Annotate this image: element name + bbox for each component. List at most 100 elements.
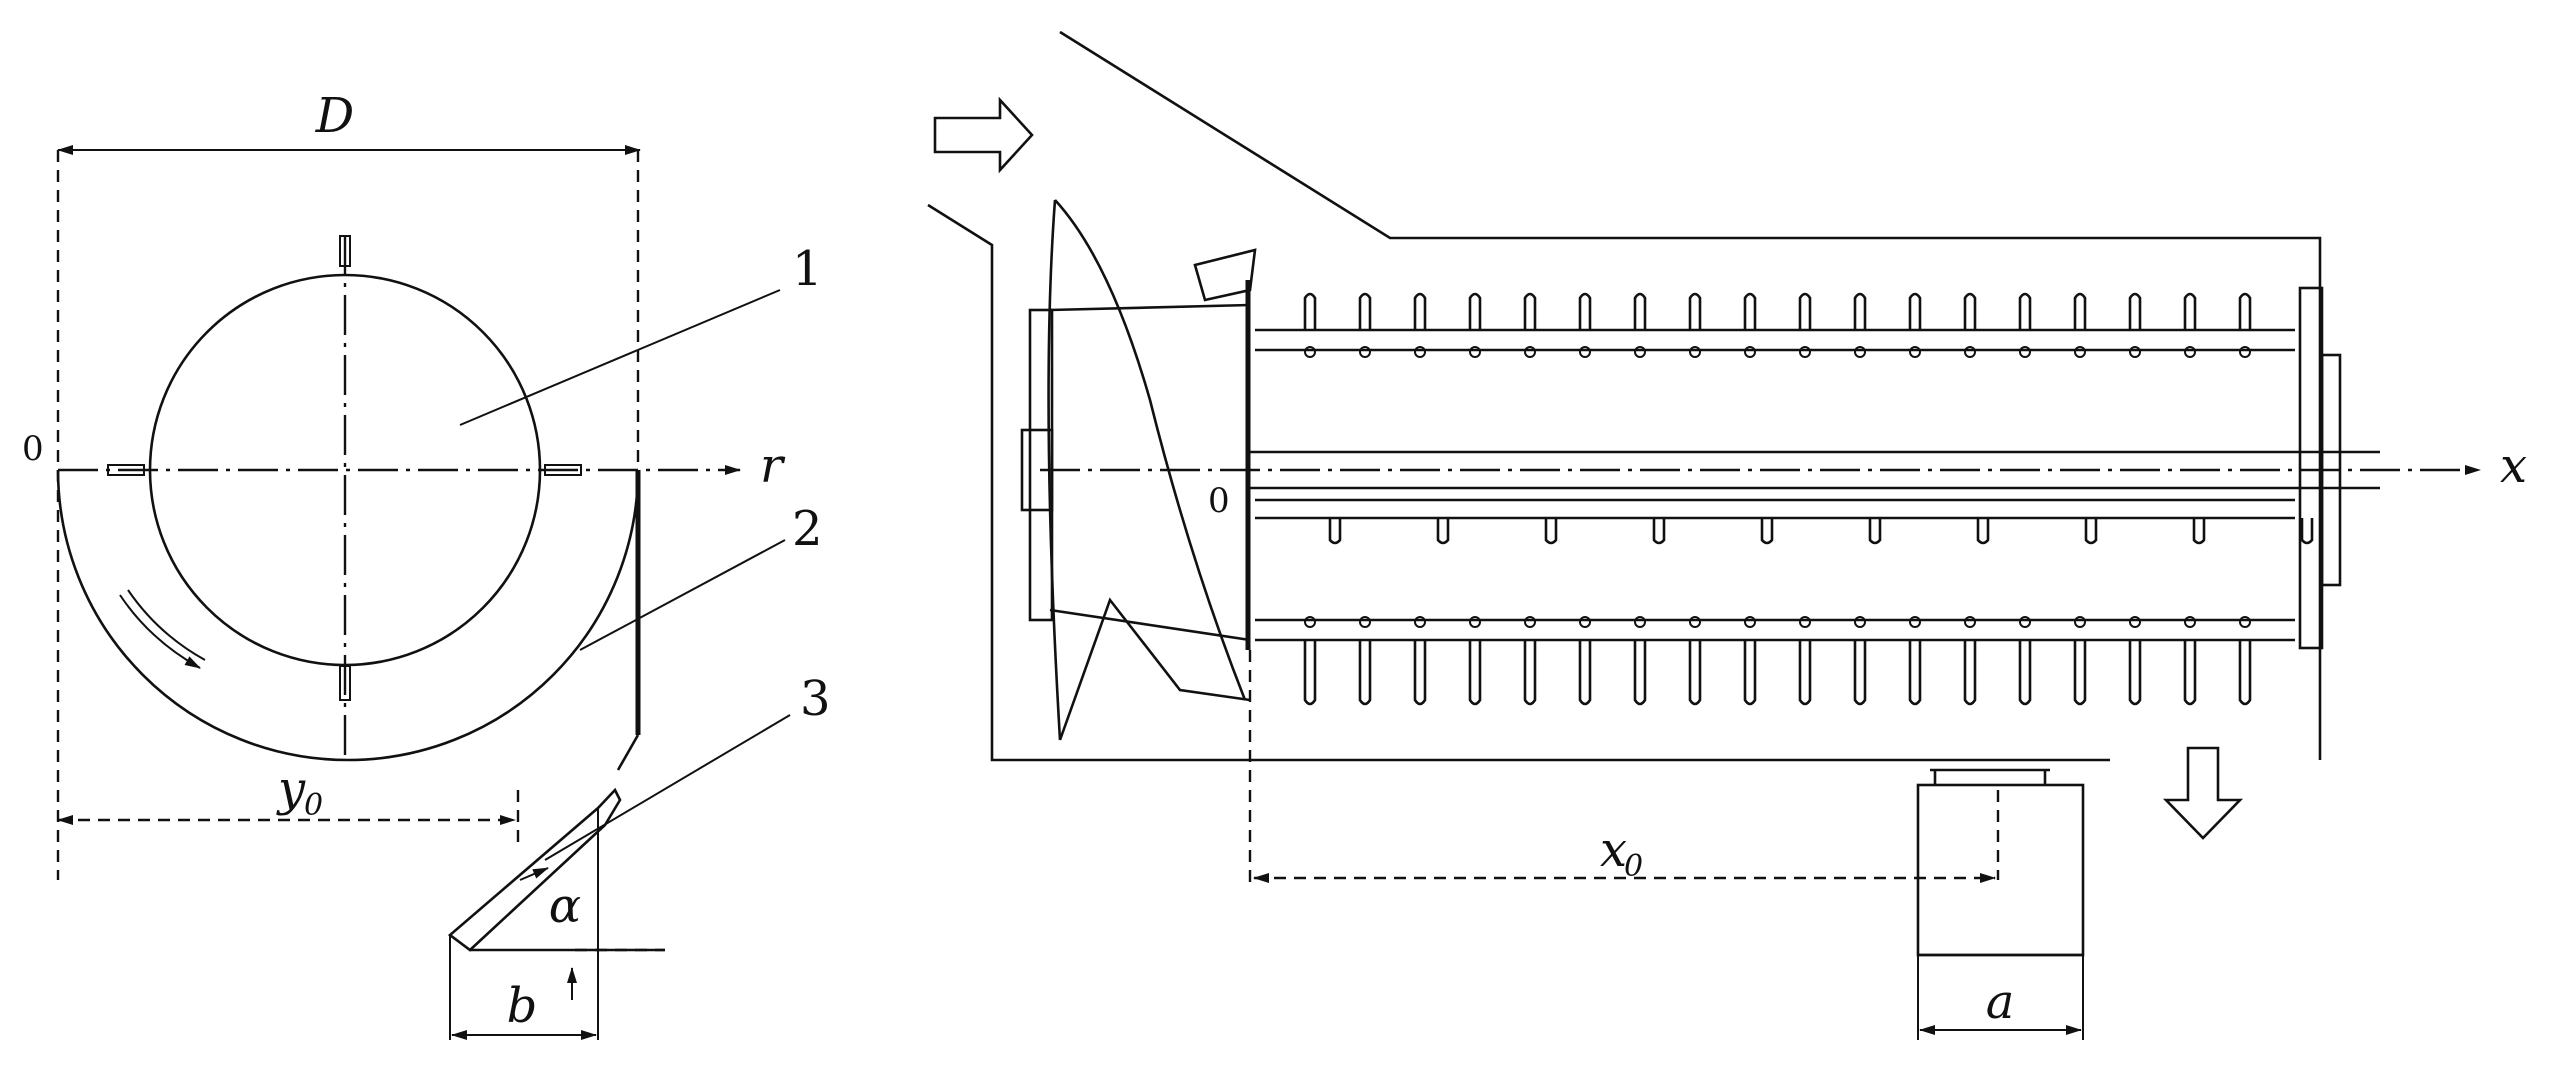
tooth-upper (1358, 292, 1372, 330)
tooth-bolt-upper (2129, 346, 2141, 358)
concave-arc (56, 469, 640, 762)
tooth-middle (1328, 518, 1342, 545)
inlet-arrow-icon (933, 96, 1034, 174)
tooth-bolt-lower (1909, 616, 1921, 628)
tooth-bolt-lower (2239, 616, 2251, 628)
tooth-middle (2300, 518, 2314, 545)
tooth-bolt-upper (1524, 346, 1536, 358)
sensor-box (1916, 783, 2085, 957)
tooth-bolt-upper (1854, 346, 1866, 358)
dim-y0-label: y (276, 761, 306, 817)
tooth-bolt-lower (1579, 616, 1591, 628)
rotation-direction-arrow (119, 594, 201, 669)
callout-1: 1 (792, 241, 823, 297)
left-origin-mark: 0 (22, 429, 44, 469)
tooth-upper (1798, 292, 1812, 330)
tooth-middle (2192, 518, 2206, 545)
dim-x0-label: x (1600, 822, 1627, 878)
tooth-middle (1652, 518, 1666, 545)
tooth-middle (1976, 518, 1990, 545)
tooth-lower (2238, 640, 2252, 706)
tooth-lower (1963, 640, 1977, 706)
tooth-bolt-lower (1744, 616, 1756, 628)
angle-alpha-label: α (549, 878, 581, 934)
tooth-upper (1523, 292, 1537, 330)
callout-2: 2 (792, 501, 823, 557)
tooth-upper (2128, 292, 2142, 330)
tooth-bolt-upper (1799, 346, 1811, 358)
dim-D-label: D (315, 88, 354, 144)
tooth-lower (2128, 640, 2142, 706)
x-axis-label: x (2500, 438, 2527, 494)
housing-top-outline (1059, 30, 2322, 760)
tooth-lower (1358, 640, 1372, 706)
rotation-direction-arrow-outline (127, 589, 206, 661)
tooth-bolt-lower (1964, 616, 1976, 628)
origin-label: 0 (1208, 481, 1230, 521)
tooth-lower (1523, 640, 1537, 706)
feed-cone-lower (1058, 597, 1251, 741)
tooth-bolt-lower (2074, 616, 2086, 628)
tooth-bolt-lower (2184, 616, 2196, 628)
tooth-lower (2018, 640, 2032, 706)
tooth-bolt-upper (1634, 346, 1646, 358)
tooth-bolt-lower (1359, 616, 1371, 628)
tooth-lower (1468, 640, 1482, 706)
tooth-bolt-upper (1359, 346, 1371, 358)
alpha-arrow-upper (519, 867, 549, 881)
dim-y0-subscript: 0 (304, 788, 323, 823)
tooth-bottom (339, 665, 351, 701)
tooth-bolt-upper (1689, 346, 1701, 358)
tooth-bolt-upper (1744, 346, 1756, 358)
tooth-lower (1413, 640, 1427, 706)
tooth-bolt-upper (1909, 346, 1921, 358)
callout-3-leader (544, 714, 791, 861)
tooth-upper (1578, 292, 1592, 330)
tooth-middle (1760, 518, 1774, 545)
tooth-upper (1413, 292, 1427, 330)
tooth-bolt-upper (1579, 346, 1591, 358)
tooth-bolt-upper (2074, 346, 2086, 358)
feed-cone-edge-bottom (1049, 608, 1251, 642)
tooth-upper (1303, 292, 1317, 330)
tooth-bolt-lower (1304, 616, 1316, 628)
tooth-bolt-upper (2184, 346, 2196, 358)
dim-b-label: b (507, 978, 538, 1034)
tooth-lower (1688, 640, 1702, 706)
tooth-upper (1633, 292, 1647, 330)
dim-a-label: a (1986, 974, 2015, 1030)
tooth-lower (1798, 640, 1812, 706)
tooth-lower (1908, 640, 1922, 706)
tooth-bolt-lower (1414, 616, 1426, 628)
tooth-lower (2073, 640, 2087, 706)
tooth-bolt-upper (1304, 346, 1316, 358)
tooth-lower (1303, 640, 1317, 706)
discharge-plate (447, 787, 622, 952)
housing-left-bottom-outline (927, 203, 2110, 762)
right-longitudinal-view: x 0 x 0 a (927, 30, 2527, 1040)
tooth-upper (2238, 292, 2252, 330)
dim-x0-subscript: 0 (1624, 849, 1643, 884)
threshing-teeth (1303, 292, 2314, 706)
tooth-upper (1688, 292, 1702, 330)
tooth-bolt-lower (2129, 616, 2141, 628)
tooth-bolt-lower (1689, 616, 1701, 628)
tooth-lower (2183, 640, 2197, 706)
r-axis-label: r (760, 438, 786, 494)
tooth-bolt-upper (2019, 346, 2031, 358)
tooth-bolt-lower (2019, 616, 2031, 628)
tooth-lower (1578, 640, 1592, 706)
callout-1-leader (459, 289, 781, 426)
tooth-lower (1743, 640, 1757, 706)
tooth-bolt-lower (1854, 616, 1866, 628)
tooth-upper (1468, 292, 1482, 330)
tooth-middle (1436, 518, 1450, 545)
feed-cone-back (1047, 199, 1062, 741)
tooth-bolt-upper (1469, 346, 1481, 358)
tooth-bolt-lower (1469, 616, 1481, 628)
callout-2-leader (579, 539, 786, 651)
tooth-bolt-upper (1414, 346, 1426, 358)
tooth-upper (2183, 292, 2197, 330)
tooth-upper (2018, 292, 2032, 330)
